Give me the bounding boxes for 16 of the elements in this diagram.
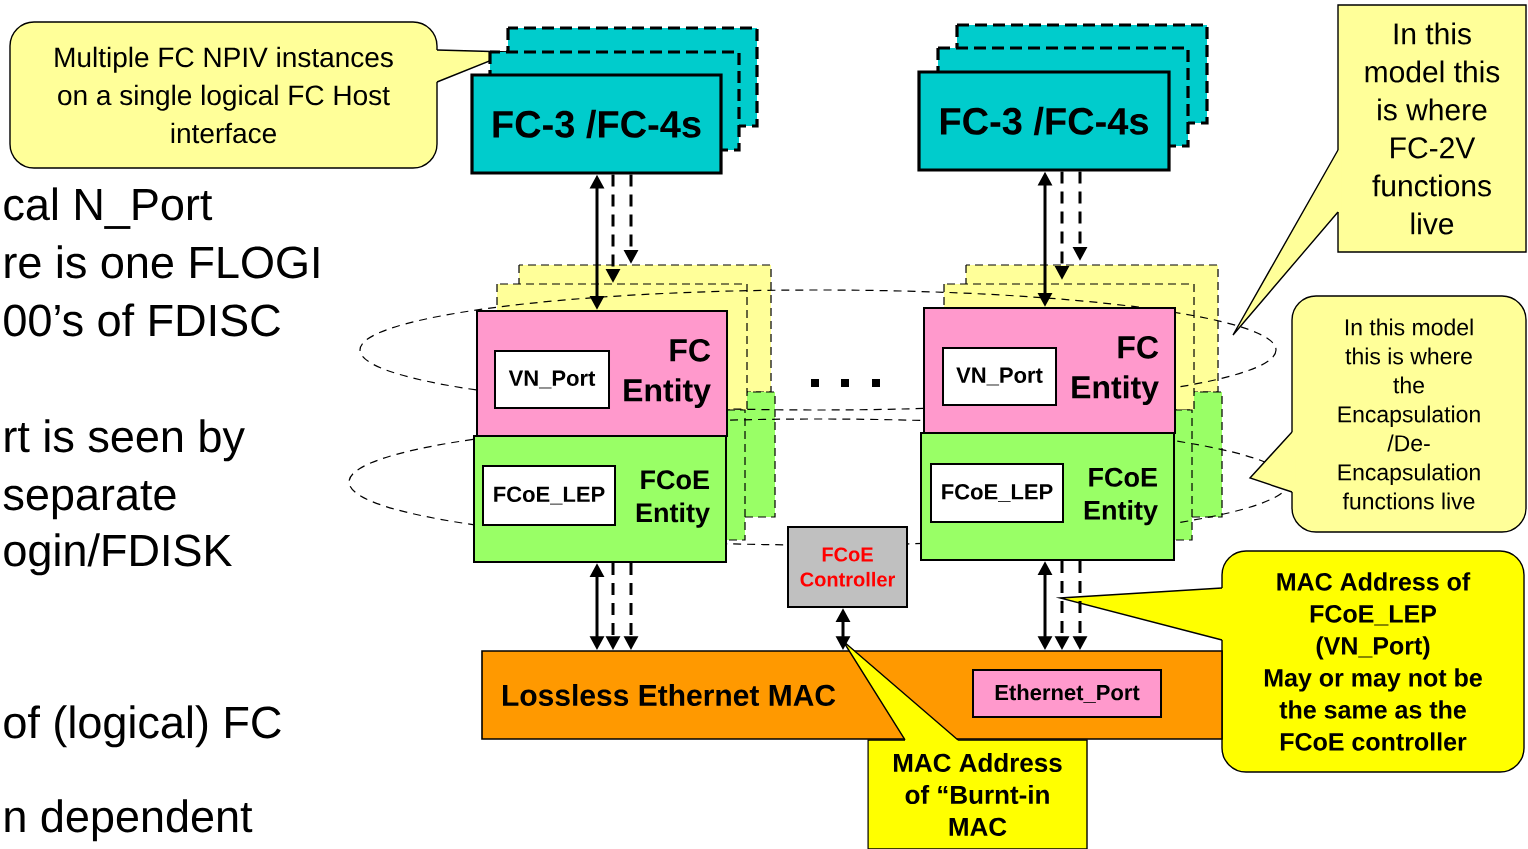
body-text: re is one FLOGI	[5, 245, 319, 279]
port-box: Ethernet_Port	[972, 669, 1162, 718]
callout: In this model this is where the Encapsulation /De-Encapsulation functions live	[1248, 295, 1527, 533]
port-box: VN_Port	[494, 350, 610, 409]
port-box: FCoE_LEP	[482, 465, 616, 526]
body-text: of (logical) FC	[4, 705, 281, 748]
body-text: separate	[3, 480, 176, 520]
body-text: 00’s of FDISC	[4, 303, 280, 337]
port-box: FCoE_LEP	[930, 463, 1064, 523]
body-text: rt is seen by	[5, 419, 245, 462]
layer-stack: FC-3 /FC-4s	[470, 26, 759, 175]
layer-stack: FC-3 /FC-4s	[917, 23, 1209, 172]
port-box: VN_Port	[942, 347, 1057, 406]
body-text: n dependent	[5, 799, 253, 842]
body-text: ogin/FDISK	[4, 533, 232, 576]
controller-box: FCoE Controller	[787, 526, 908, 608]
